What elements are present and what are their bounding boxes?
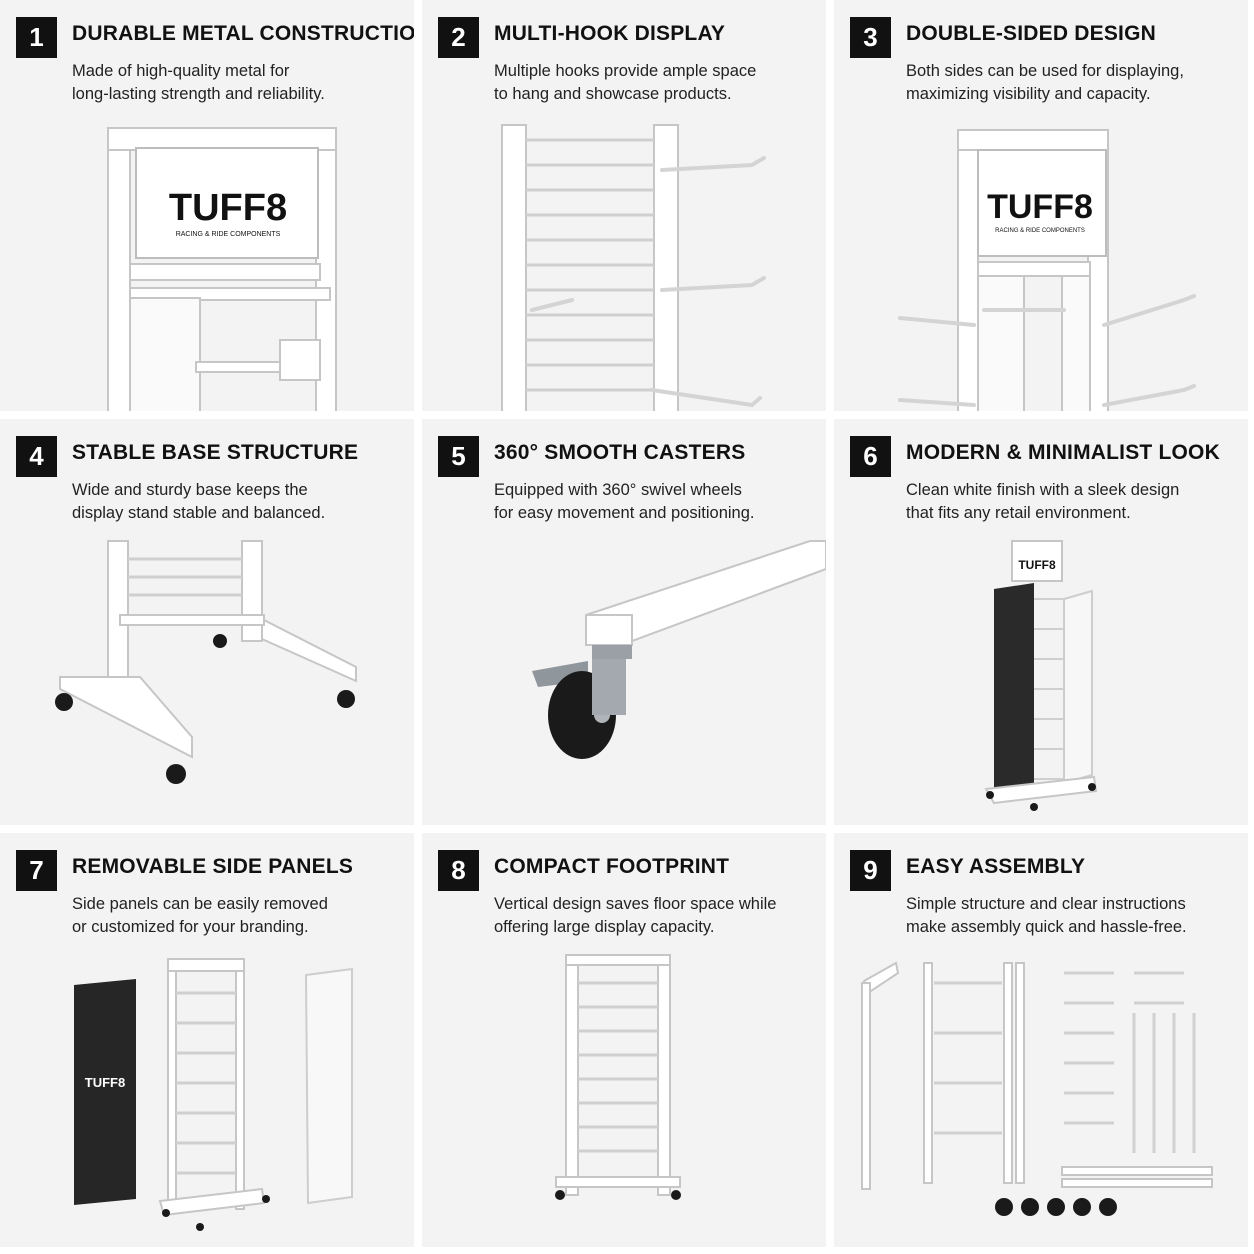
feature-title: STABLE BASE STRUCTURE xyxy=(72,441,359,464)
compact-stand-illustration xyxy=(555,954,681,1200)
feature-title: EASY ASSEMBLY xyxy=(906,855,1086,878)
feature-card-8: 8 COMPACT FOOTPRINT Vertical design save… xyxy=(422,833,826,1247)
feature-card-5: 5 360° SMOOTH CASTERS Equipped with 360°… xyxy=(422,419,826,825)
feature-description: Wide and sturdy base keeps the display s… xyxy=(72,479,402,525)
feature-number: 4 xyxy=(16,436,57,477)
feature-card-1: TUFF8 RACING & RIDE COMPONENTS 1 DURABLE… xyxy=(0,0,414,411)
feature-desc-line: long-lasting strength and reliability. xyxy=(72,85,325,103)
feature-number: 7 xyxy=(16,850,57,891)
feature-desc-line: Clean white finish with a sleek design xyxy=(906,481,1180,499)
brand-logo: TUFF8 xyxy=(169,187,287,229)
hook-rack-illustration xyxy=(501,124,766,411)
feature-card-2: 2 MULTI-HOOK DISPLAY Multiple hooks prov… xyxy=(422,0,826,411)
feature-title: MULTI-HOOK DISPLAY xyxy=(494,22,726,45)
feature-title: COMPACT FOOTPRINT xyxy=(494,855,730,878)
feature-card-4: 4 STABLE BASE STRUCTURE Wide and sturdy … xyxy=(0,419,414,825)
feature-title: MODERN & MINIMALIST LOOK xyxy=(906,441,1220,464)
feature-desc-line: Side panels can be easily removed xyxy=(72,895,328,913)
feature-desc-line: offering large display capacity. xyxy=(494,918,715,936)
feature-desc-line: Multiple hooks provide ample space xyxy=(494,62,757,80)
brand-logo: TUFF8 xyxy=(1018,558,1056,572)
feature-title: DOUBLE-SIDED DESIGN xyxy=(906,22,1156,45)
brand-logo: TUFF8 xyxy=(85,1075,125,1090)
feature-desc-line: maximizing visibility and capacity. xyxy=(906,85,1151,103)
feature-title: 360° SMOOTH CASTERS xyxy=(494,441,746,464)
feature-desc-line: Made of high-quality metal for xyxy=(72,62,290,80)
feature-desc-line: to hang and showcase products. xyxy=(494,85,732,103)
metal-frame-illustration: TUFF8 RACING & RIDE COMPONENTS xyxy=(107,127,337,411)
full-stand-illustration: TUFF8 xyxy=(984,540,1098,811)
feature-description: Made of high-quality metal for long-last… xyxy=(72,60,402,106)
feature-description: Multiple hooks provide ample space to ha… xyxy=(494,60,824,106)
feature-number: 6 xyxy=(850,436,891,477)
feature-number: 8 xyxy=(438,850,479,891)
feature-desc-line: or customized for your branding. xyxy=(72,918,309,936)
side-panels-illustration: TUFF8 xyxy=(74,958,353,1231)
feature-description: Clean white finish with a sleek design t… xyxy=(906,479,1236,525)
feature-description: Both sides can be used for displaying, m… xyxy=(906,60,1236,106)
double-sided-stand-illustration: TUFF8 RACING & RIDE COMPONENTS xyxy=(898,129,1196,411)
feature-description: Equipped with 360° swivel wheels for eas… xyxy=(494,479,824,525)
feature-number: 3 xyxy=(850,17,891,58)
feature-description: Simple structure and clear instructions … xyxy=(906,893,1236,939)
brand-tagline: RACING & RIDE COMPONENTS xyxy=(176,231,281,238)
feature-description: Vertical design saves floor space while … xyxy=(494,893,824,939)
feature-desc-line: Equipped with 360° swivel wheels xyxy=(494,481,742,499)
feature-desc-line: display stand stable and balanced. xyxy=(72,504,326,522)
feature-card-3: TUFF8 RACING & RIDE COMPONENTS 3 DOUBLE-… xyxy=(834,0,1248,411)
feature-number: 9 xyxy=(850,850,891,891)
stable-base-illustration xyxy=(55,540,357,784)
feature-desc-line: Simple structure and clear instructions xyxy=(906,895,1186,913)
feature-number: 1 xyxy=(16,17,57,58)
assembly-parts-illustration xyxy=(861,961,1213,1216)
feature-desc-line: Wide and sturdy base keeps the xyxy=(72,481,308,499)
feature-title: DURABLE METAL CONSTRUCTION xyxy=(72,22,414,45)
feature-number: 5 xyxy=(438,436,479,477)
feature-title: REMOVABLE SIDE PANELS xyxy=(72,855,354,878)
feature-card-6: TUFF8 6 MODERN & MINIMALIST LOOK Clean w… xyxy=(834,419,1248,825)
feature-desc-line: Both sides can be used for displaying, xyxy=(906,62,1184,80)
feature-desc-line: Vertical design saves floor space while xyxy=(494,895,777,913)
brand-logo: TUFF8 xyxy=(987,188,1093,226)
feature-description: Side panels can be easily removed or cus… xyxy=(72,893,402,939)
feature-desc-line: for easy movement and positioning. xyxy=(494,504,755,522)
caster-wheel-illustration xyxy=(532,540,826,759)
brand-tagline: RACING & RIDE COMPONENTS xyxy=(995,228,1085,234)
feature-card-9: 9 EASY ASSEMBLY Simple structure and cle… xyxy=(834,833,1248,1247)
feature-desc-line: that fits any retail environment. xyxy=(906,504,1131,522)
feature-number: 2 xyxy=(438,17,479,58)
feature-card-7: TUFF8 7 REMOVABLE SIDE PANELS Side panel… xyxy=(0,833,414,1247)
feature-desc-line: make assembly quick and hassle-free. xyxy=(906,918,1187,936)
